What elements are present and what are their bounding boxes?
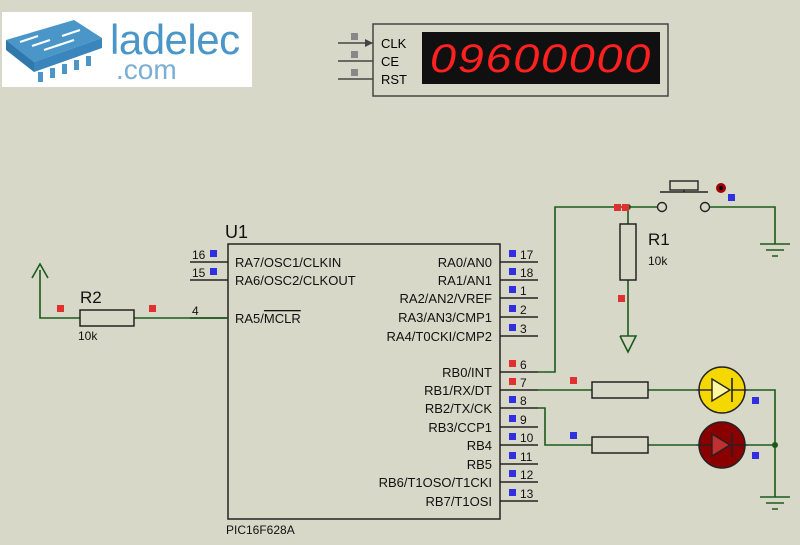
ground-arrow-icon: [619, 335, 638, 354]
pin-number: 7: [520, 376, 527, 390]
pin-name: RA7/OSC1/CLKIN: [235, 255, 341, 270]
counter-pin-clk[interactable]: CLK: [338, 33, 407, 51]
wires: [39, 206, 776, 497]
pin-number: 18: [520, 266, 534, 280]
pin-number: 2: [520, 303, 527, 317]
pin-number: 10: [520, 431, 534, 445]
resistor-led2[interactable]: [570, 432, 649, 454]
counter-timer[interactable]: 09600000 CLK CE RST: [338, 23, 669, 97]
pin-name: RA5/MCLR: [235, 311, 301, 326]
pin-name: RA3/AN3/CMP1: [398, 310, 492, 325]
power-terminal-icon[interactable]: [31, 262, 49, 279]
ground-icon: [760, 496, 790, 510]
r1-value: 10k: [648, 254, 668, 268]
counter-pin-label: RST: [381, 72, 407, 87]
pin-number: 17: [520, 248, 534, 262]
pin-name: RB0/INT: [442, 365, 492, 380]
r2-ref: R2: [80, 288, 102, 307]
pin-number: 8: [520, 394, 527, 408]
pin-number: 12: [520, 468, 534, 482]
mcu-part: PIC16F628A: [226, 523, 295, 537]
pin-number: 15: [192, 266, 206, 280]
counter-pin-label: CE: [381, 54, 399, 69]
pin-number: 16: [192, 248, 206, 262]
pin-name: RB5: [467, 457, 492, 472]
led-off-icon[interactable]: [696, 421, 759, 469]
logo-suffix: .com: [116, 54, 177, 85]
counter-pin-ce[interactable]: CE: [338, 51, 399, 69]
pin-number: 13: [520, 487, 534, 501]
r2-value: 10k: [78, 329, 98, 343]
resistor-r1[interactable]: R1 10k: [618, 223, 670, 302]
resistor-led1[interactable]: [570, 377, 649, 399]
pin-number: 6: [520, 358, 527, 372]
logo-name: ladelec: [110, 16, 240, 63]
pin-number: 3: [520, 322, 527, 336]
pin-name: RB6/T1OSO/T1CKI: [379, 475, 492, 490]
memory-chip-icon: [6, 20, 102, 82]
pin-name: RB4: [467, 438, 492, 453]
r1-ref: R1: [648, 230, 670, 249]
pin-name: RB1/RX/DT: [424, 383, 492, 398]
pin-name: RA6/OSC2/CLKOUT: [235, 273, 356, 288]
pin-number: 4: [192, 304, 199, 318]
pin-number: 9: [520, 413, 527, 427]
counter-display: 09600000: [430, 37, 652, 81]
pin-name: RB7/T1OSI: [426, 494, 492, 509]
pin-name: RA0/AN0: [438, 255, 492, 270]
mcu-ref: U1: [225, 222, 248, 242]
pin-name: RA2/AN2/VREF: [400, 291, 493, 306]
resistor-r2[interactable]: R2 10k: [57, 288, 156, 343]
logo: ladelec .com: [2, 12, 252, 87]
pin-number: 11: [520, 450, 533, 464]
led-on-icon[interactable]: [696, 366, 759, 414]
pin-number: 1: [520, 284, 527, 298]
pin-name: RA4/T0CKI/CMP2: [387, 329, 492, 344]
counter-pin-label: CLK: [381, 36, 407, 51]
pin-name: RA1/AN1: [438, 273, 492, 288]
pin-name: RB2/TX/CK: [425, 401, 493, 416]
ground-icon: [760, 243, 790, 257]
push-button[interactable]: [614, 180, 735, 213]
pin-name: RB3/CCP1: [428, 420, 492, 435]
counter-pin-rst[interactable]: RST: [338, 69, 407, 87]
